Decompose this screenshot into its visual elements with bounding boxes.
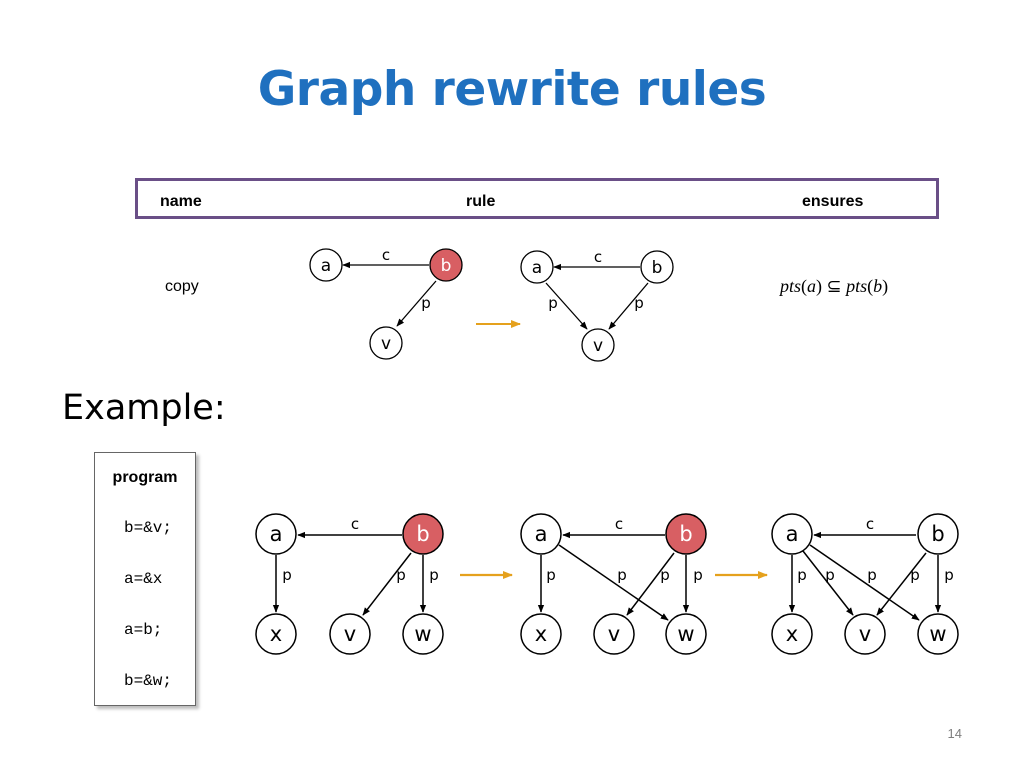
edge-label-c: c xyxy=(594,248,602,266)
rule-table-header: name rule ensures xyxy=(135,178,939,219)
edge-label-p-ax: p xyxy=(282,566,292,584)
node-a: a xyxy=(255,513,297,555)
edge-label-p-bv: p xyxy=(910,566,920,584)
rule-before-graph: c p a b v xyxy=(309,246,463,360)
edge-label-c: c xyxy=(382,246,390,264)
edge-label-p-left: p xyxy=(548,294,558,312)
example-step1-graph: c p p p a b x v w xyxy=(255,513,444,655)
program-header: program xyxy=(112,469,178,486)
edge-a-v-p xyxy=(545,282,588,330)
example-heading: Example: xyxy=(62,388,226,428)
program-statement-1: b=&v; xyxy=(124,519,173,537)
formula-rhs-fn: pts xyxy=(846,276,868,296)
node-b-highlighted: b xyxy=(429,248,463,282)
edge-label-p-aw: p xyxy=(617,566,627,584)
edge-label-c: c xyxy=(351,515,359,533)
example-step3-graph: c p p p p p a b x v w xyxy=(771,513,959,655)
svg-text:w: w xyxy=(929,622,946,646)
node-x: x xyxy=(771,613,813,655)
svg-text:b: b xyxy=(652,258,663,278)
program-statement-4: b=&w; xyxy=(124,672,173,690)
svg-text:a: a xyxy=(270,522,283,546)
header-name: name xyxy=(160,193,202,210)
edge-label-p: p xyxy=(421,294,431,312)
formula-lhs-fn: pts xyxy=(780,276,802,296)
edge-b-v-p xyxy=(626,552,675,616)
edge-label-c: c xyxy=(866,515,874,533)
svg-text:a: a xyxy=(535,522,548,546)
node-b-highlighted: b xyxy=(665,513,707,555)
edge-label-p-bv: p xyxy=(396,566,406,584)
formula-lhs-arg: a xyxy=(807,276,817,296)
node-a: a xyxy=(309,248,343,282)
edge-label-c: c xyxy=(615,515,623,533)
formula-subset-op: ⊆ xyxy=(826,276,842,296)
edge-b-v-p xyxy=(608,282,649,330)
node-v: v xyxy=(329,613,371,655)
page-number: 14 xyxy=(947,726,962,741)
svg-text:b: b xyxy=(416,522,429,546)
svg-text:x: x xyxy=(786,622,798,646)
svg-text:b: b xyxy=(931,522,944,546)
node-b-highlighted: b xyxy=(402,513,444,555)
svg-text:b: b xyxy=(679,522,692,546)
svg-text:v: v xyxy=(344,622,356,646)
edge-b-v-p xyxy=(396,280,437,327)
program-box: program b=&v; a=&x a=b; b=&w; xyxy=(94,452,196,706)
svg-text:v: v xyxy=(859,622,871,646)
rule-name-copy: copy xyxy=(165,278,199,295)
edge-label-p-bw: p xyxy=(944,566,954,584)
svg-text:v: v xyxy=(381,334,391,354)
formula-rhs-arg: b xyxy=(873,276,883,296)
node-v: v xyxy=(581,328,615,362)
edge-label-p-av: p xyxy=(825,566,835,584)
node-v: v xyxy=(844,613,886,655)
node-x: x xyxy=(520,613,562,655)
edge-a-w-p xyxy=(809,544,920,621)
svg-text:v: v xyxy=(593,336,603,356)
program-statement-3: a=b; xyxy=(124,621,163,639)
example-step2-graph: c p p p p a b x v w xyxy=(520,513,707,655)
node-w: w xyxy=(402,613,444,655)
node-x: x xyxy=(255,613,297,655)
svg-text:x: x xyxy=(270,622,282,646)
node-v: v xyxy=(369,326,403,360)
svg-text:x: x xyxy=(535,622,547,646)
svg-text:v: v xyxy=(608,622,620,646)
node-a: a xyxy=(520,513,562,555)
node-w: w xyxy=(917,613,959,655)
program-statement-2: a=&x xyxy=(124,570,163,588)
ensures-formula: pts(a) ⊆ pts(b) xyxy=(780,276,889,296)
edge-label-p-ax: p xyxy=(546,566,556,584)
svg-text:a: a xyxy=(321,256,331,276)
edge-a-w-p xyxy=(558,544,669,621)
edge-b-v-p xyxy=(362,552,412,616)
node-b: b xyxy=(917,513,959,555)
svg-text:w: w xyxy=(677,622,694,646)
edge-label-p-bv: p xyxy=(660,566,670,584)
edge-label-p-bw: p xyxy=(429,566,439,584)
node-a: a xyxy=(520,250,554,284)
edge-label-p-right: p xyxy=(634,294,644,312)
node-v: v xyxy=(593,613,635,655)
slide-title: Graph rewrite rules xyxy=(257,62,767,117)
svg-text:w: w xyxy=(414,622,431,646)
rule-after-graph: c p p a b v xyxy=(520,248,674,362)
edge-a-v-p xyxy=(802,550,854,616)
node-a: a xyxy=(771,513,813,555)
edge-label-p-bw: p xyxy=(693,566,703,584)
svg-text:a: a xyxy=(786,522,799,546)
header-ensures: ensures xyxy=(802,193,864,210)
edge-label-p-ax: p xyxy=(797,566,807,584)
edge-b-v-p xyxy=(876,552,927,616)
edge-label-p-aw: p xyxy=(867,566,877,584)
node-b: b xyxy=(640,250,674,284)
svg-text:b: b xyxy=(441,256,452,276)
svg-text:a: a xyxy=(532,258,542,278)
node-w: w xyxy=(665,613,707,655)
header-rule: rule xyxy=(466,193,496,210)
